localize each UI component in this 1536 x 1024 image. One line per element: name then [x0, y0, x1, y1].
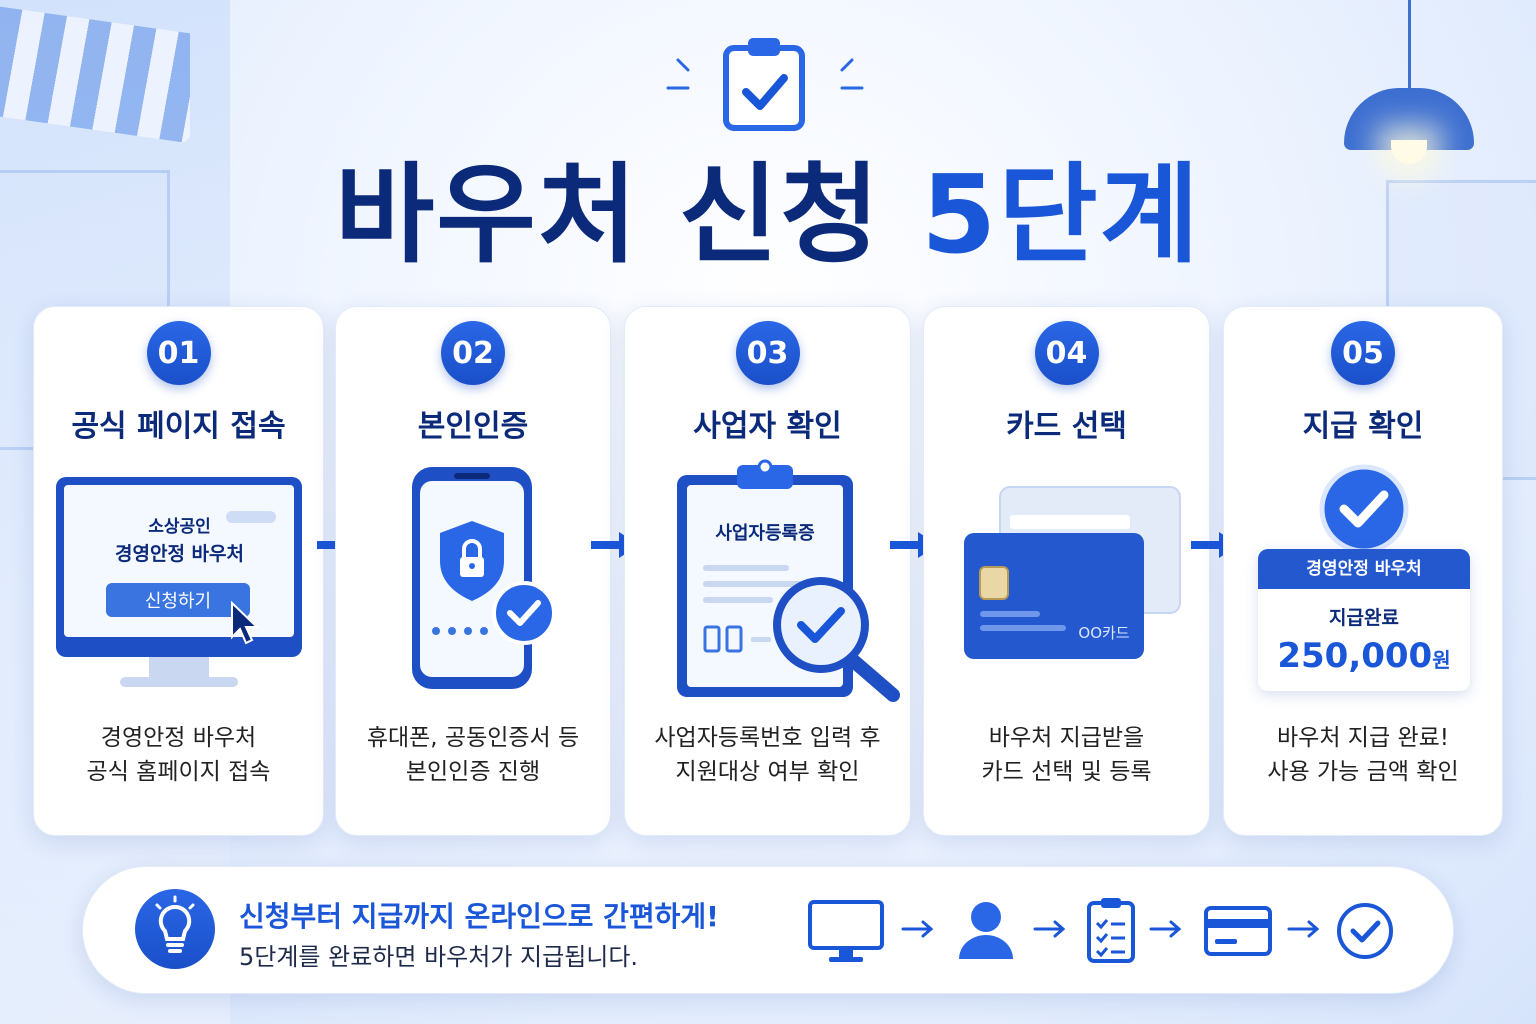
clipboard-magnifier-icon: 사업자등록증 [625, 457, 910, 707]
monitor-icon [808, 900, 884, 962]
step-card-5: 05 지급 확인 경영안정 바우처 지급완료 250,000원 바우처 지급 완… [1223, 306, 1503, 836]
step-card-2: 02 본인인증 휴대폰, 공동인증서 등 본인인증 진행 [335, 306, 611, 836]
step-title: 공식 페이지 접속 [71, 409, 286, 444]
step-title: 본인인증 [417, 409, 529, 444]
step-description: 사업자등록번호 입력 후 지원대상 여부 확인 [625, 721, 910, 789]
step-description: 경영안정 바우처 공식 홈페이지 접속 [34, 721, 323, 789]
step-desc-line1: 휴대폰, 공동인증서 등 [366, 725, 580, 751]
step-desc-line2: 사용 가능 금액 확인 [1267, 759, 1459, 785]
receipt-amount-row: 250,000원 [1258, 636, 1470, 676]
step-desc-line2: 지원대상 여부 확인 [675, 759, 860, 785]
sparkle-lines-left-icon [666, 58, 690, 90]
sparkle-lines-right-icon [840, 58, 864, 90]
screen-line1: 소상공인 [148, 517, 211, 537]
clipboard-check-icon [723, 38, 805, 131]
user-icon [959, 902, 1013, 959]
step-description: 휴대폰, 공동인증서 등 본인인증 진행 [336, 721, 610, 789]
step-desc-line2: 공식 홈페이지 접속 [86, 759, 271, 785]
bottom-subtitle: 5단계를 완료하면 바우처가 지급됩니다. [239, 943, 639, 971]
step-desc-line2: 본인인증 진행 [405, 759, 541, 785]
step-badge: 03 [735, 321, 800, 385]
step-card-1: 01 공식 페이지 접속 소상공인 경영안정 바우처 신청하기 경영안정 바우처… [33, 306, 324, 836]
arrow-right-icon [1149, 920, 1182, 938]
bottom-title: 신청부터 지급까지 온라인으로 간편하게! [239, 900, 719, 933]
step-desc-line2: 카드 선택 및 등록 [981, 759, 1152, 785]
credit-card-icon: OO카드 [924, 457, 1209, 707]
checklist-icon [1087, 898, 1135, 963]
step-badge: 02 [441, 321, 505, 385]
step-card-4: 04 카드 선택 OO카드 바우처 지급받을 카드 선택 및 등록 [923, 306, 1210, 836]
pendant-lamp-decor [1344, 0, 1474, 170]
step-description: 바우처 지급받을 카드 선택 및 등록 [924, 721, 1209, 789]
step-title: 사업자 확인 [693, 409, 842, 444]
title-main: 바우처 신청 [335, 153, 882, 278]
step-card-3: 03 사업자 확인 사업자등록증 사업자등록번호 입력 후 지원 [624, 306, 911, 836]
check-circle-icon [1319, 464, 1409, 554]
step-desc-line1: 바우처 지급받을 [988, 725, 1145, 751]
phone-lock-icon [336, 457, 610, 707]
monitor-icon: 소상공인 경영안정 바우처 신청하기 [34, 457, 323, 707]
step-description: 바우처 지급 완료! 사용 가능 금액 확인 [1224, 721, 1502, 789]
screen-apply-button[interactable]: 신청하기 [144, 591, 212, 612]
title-accent: 5단계 [921, 153, 1201, 278]
step-desc-line1: 사업자등록번호 입력 후 [654, 725, 881, 751]
step-badge: 01 [146, 321, 211, 385]
receipt-unit: 원 [1432, 648, 1451, 672]
doc-title: 사업자등록증 [715, 523, 815, 544]
card-icon [1204, 906, 1272, 956]
receipt-status: 지급완료 [1329, 607, 1399, 629]
step-desc-line1: 경영안정 바우처 [100, 725, 257, 751]
step-desc-line1: 바우처 지급 완료! [1277, 725, 1449, 751]
steps-container: 01 공식 페이지 접속 소상공인 경영안정 바우처 신청하기 경영안정 바우처… [33, 306, 1503, 836]
receipt-header: 경영안정 바우처 [1258, 549, 1470, 589]
screen-line2: 경영안정 바우처 [115, 543, 244, 565]
lightbulb-icon [135, 889, 215, 969]
bottom-banner: 신청부터 지급까지 온라인으로 간편하게! 5단계를 완료하면 바우처가 지급됩… [82, 866, 1454, 994]
arrow-right-icon [901, 920, 934, 938]
check-icon [1337, 903, 1393, 959]
step-badge: 04 [1034, 321, 1099, 385]
step-title: 지급 확인 [1302, 409, 1424, 444]
receipt-amount: 250,000 [1277, 636, 1433, 676]
flow-icons [803, 891, 1403, 971]
arrow-right-icon [1287, 920, 1320, 938]
arrow-right-icon [1033, 920, 1066, 938]
card-label: OO카드 [1078, 624, 1130, 642]
receipt-card: 경영안정 바우처 지급완료 250,000원 [1258, 549, 1470, 691]
step5-illustration: 경영안정 바우처 지급완료 250,000원 [1224, 457, 1502, 707]
step-title: 카드 선택 [1006, 409, 1127, 444]
step-badge: 05 [1331, 321, 1395, 385]
page-title: 바우처 신청 5단계 [0, 128, 1536, 284]
